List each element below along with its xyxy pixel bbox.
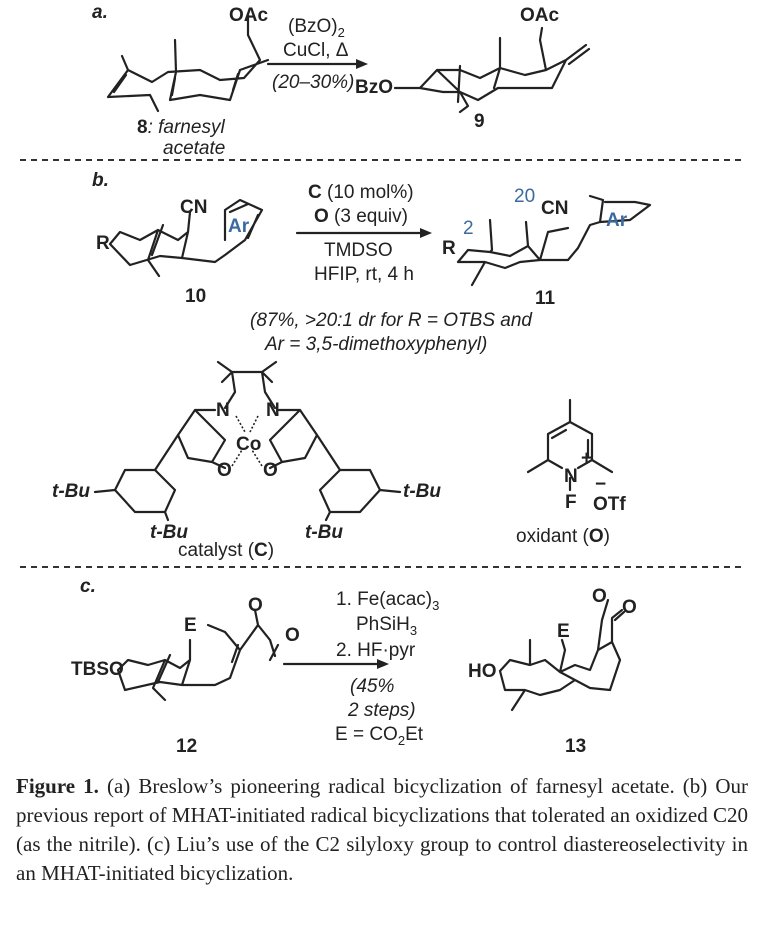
compound-12-label: 12	[176, 736, 197, 757]
panel-c-label: c.	[80, 576, 96, 597]
condition-fe-acac: 1. Fe(acac)3	[336, 589, 439, 613]
compound-8-label: 8: farnesyl	[137, 117, 225, 138]
result-note-1: (87%, >20:1 dr for R = OTBS and	[250, 310, 533, 331]
r-label: R	[96, 233, 110, 254]
yield-c-1: (45%	[350, 676, 394, 697]
tbu-label: t-Bu	[403, 481, 441, 502]
compound-8-name: acetate	[163, 138, 225, 159]
arrowhead-icon	[420, 228, 432, 238]
oac-label: OAc	[520, 5, 560, 26]
arrowhead-icon	[377, 659, 389, 669]
c20-label: 20	[514, 186, 535, 207]
panel-a: a. OAc 8: farnesyl acetate (BzO)2 CuCl, …	[92, 2, 591, 159]
cn-label: CN	[541, 198, 568, 219]
otf-label: OTf	[593, 494, 626, 515]
tbu-label: t-Bu	[52, 481, 90, 502]
oxidant-o-structure: N + F − OTf oxidant (O)	[516, 398, 626, 547]
reagent-cucl: CuCl, Δ	[283, 40, 349, 61]
condition-tmdso: TMDSO	[324, 240, 393, 261]
compound-10-label: 10	[185, 286, 206, 307]
condition-catalyst: C (10 mol%)	[308, 182, 414, 203]
o-atom: O	[263, 460, 278, 481]
compound-9-label: 9	[474, 111, 485, 132]
charge-minus: −	[595, 474, 606, 495]
compound-13-structure: HO E O O 13	[468, 586, 637, 757]
e-label: E	[184, 615, 197, 636]
arrowhead-icon	[356, 59, 368, 69]
condition-hfip: HFIP, rt, 4 h	[314, 264, 414, 285]
figure-caption: Figure 1. (a) Breslow’s pioneering radic…	[16, 772, 748, 888]
co-atom: Co	[236, 434, 261, 455]
cn-label: CN	[180, 197, 207, 218]
compound-11-structure: R 2 20 CN Ar 11	[442, 186, 652, 309]
carbonyl-o-label: O	[285, 625, 300, 646]
tbu-label: t-Bu	[305, 522, 343, 543]
tbu-label: t-Bu	[150, 522, 188, 543]
catalyst-c-structure: N N Co O O t-Bu t-Bu t-Bu t-Bu catalyst …	[52, 360, 441, 561]
reagent-bzo2: (BzO)2	[288, 16, 345, 40]
n-atom: N	[216, 400, 230, 421]
tbso-label: TBSO	[71, 659, 124, 680]
oxidant-label: oxidant (O)	[516, 526, 610, 547]
e-definition: E = CO2Et	[335, 724, 424, 748]
o-atom: O	[217, 460, 232, 481]
oac-label: OAc	[229, 5, 269, 26]
n-atom: N	[564, 466, 578, 487]
yield-a: (20–30%)	[272, 72, 354, 93]
farnesyl-acetate-structure: OAc 8: farnesyl acetate	[106, 5, 270, 159]
ar-label: Ar	[606, 210, 628, 231]
r-label: R	[442, 238, 456, 259]
caption-label: Figure 1.	[16, 774, 99, 798]
yield-c-2: 2 steps)	[347, 700, 416, 721]
condition-phsih3: PhSiH3	[356, 614, 417, 638]
e-label: E	[557, 621, 570, 642]
compound-13-label: 13	[565, 736, 586, 757]
ar-label: Ar	[228, 216, 250, 237]
compound-12-structure: TBSO E O O 12	[71, 595, 300, 757]
condition-oxidant: O (3 equiv)	[314, 206, 408, 227]
condition-hf-pyr: 2. HF·pyr	[336, 640, 416, 661]
catalyst-label: catalyst (C)	[178, 540, 274, 561]
charge-plus: +	[581, 448, 592, 469]
ring-o-label: O	[592, 586, 607, 607]
compound-11-label: 11	[535, 288, 556, 309]
panel-a-label: a.	[92, 2, 108, 23]
carbonyl-o-label: O	[622, 597, 637, 618]
panel-c: c. TBSO E O O 12 1. Fe(acac)3 PhSiH3 2. …	[71, 576, 637, 757]
scheme-figure: a. OAc 8: farnesyl acetate (BzO)2 CuCl, …	[20, 2, 745, 757]
result-note-2: Ar = 3,5-dimethoxyphenyl)	[264, 334, 487, 355]
ho-label: HO	[468, 661, 497, 682]
n-atom: N	[266, 400, 280, 421]
f-atom: F	[565, 492, 577, 513]
ring-o-label: O	[248, 595, 263, 616]
panel-b: b. R CN Ar 10 C (10 mol%) O (3 equiv) TM…	[52, 170, 652, 561]
c2-label: 2	[463, 218, 474, 239]
bzo-label: BzO	[355, 77, 393, 98]
panel-b-label: b.	[92, 170, 109, 191]
compound-10-structure: R CN Ar 10	[96, 197, 264, 307]
caption-text: (a) Breslow’s pioneering radical bicycli…	[16, 774, 748, 885]
compound-9-structure: BzO OAc 9	[355, 5, 591, 132]
